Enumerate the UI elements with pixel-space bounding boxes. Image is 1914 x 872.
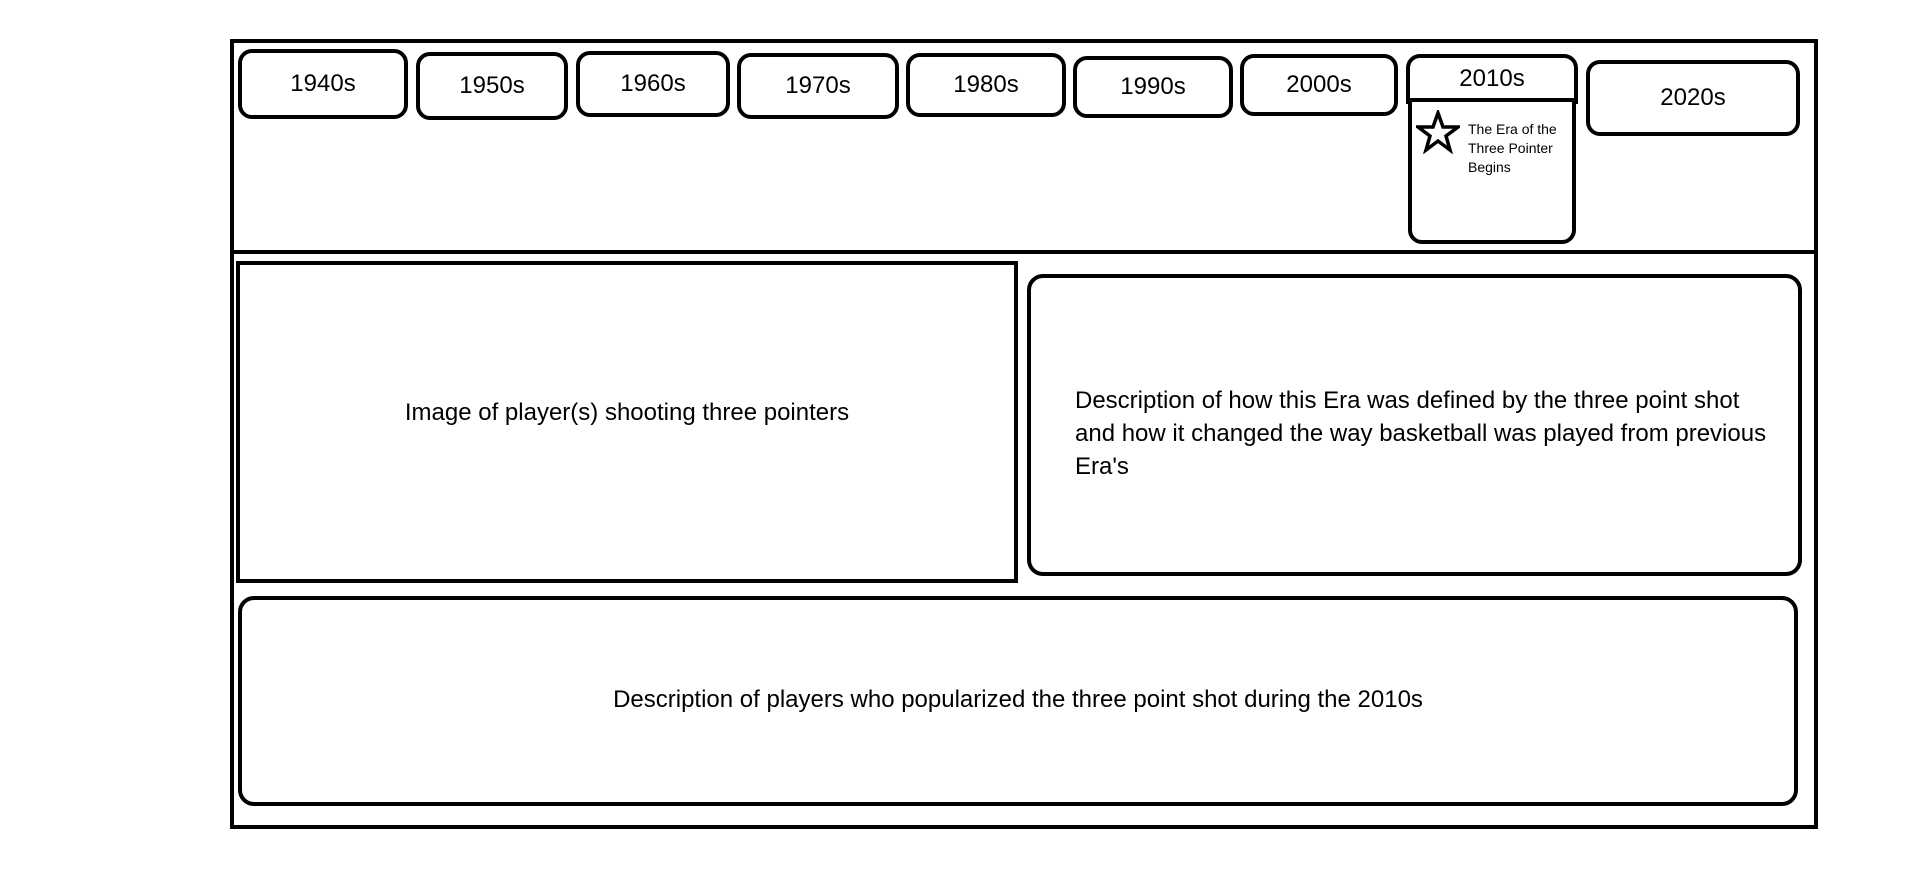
tab-label: 1990s	[1120, 73, 1186, 100]
section-divider	[230, 250, 1818, 254]
tab-1990s[interactable]: 1990s	[1073, 56, 1233, 118]
tab-label: 1950s	[459, 72, 525, 99]
tab-label: 2000s	[1286, 71, 1352, 98]
tab-1980s[interactable]: 1980s	[906, 53, 1066, 117]
tab-label: 1980s	[953, 71, 1019, 98]
players-description-text: Description of players who popularized t…	[613, 685, 1423, 713]
tab-label: 1960s	[620, 70, 686, 97]
tab-1950s[interactable]: 1950s	[416, 52, 568, 120]
tab-2020s[interactable]: 2020s	[1586, 60, 1800, 136]
tab-label: 2010s	[1459, 65, 1525, 92]
wireframe-frame	[230, 39, 1818, 829]
tab-label: 1940s	[290, 70, 356, 97]
tab-label: 1970s	[785, 72, 851, 99]
tab-1940s[interactable]: 1940s	[238, 49, 408, 119]
players-description-box: Description of players who popularized t…	[238, 596, 1798, 806]
tab-2000s[interactable]: 2000s	[1240, 54, 1398, 116]
era-description-text: Description of how this Era was defined …	[1075, 387, 1767, 480]
tab-label: 2020s	[1660, 84, 1726, 111]
image-placeholder-label: Image of player(s) shooting three pointe…	[404, 398, 850, 426]
era-highlight-text: The Era of the Three Pointer Begins	[1468, 121, 1557, 175]
era-highlight-panel: The Era of the Three Pointer Begins	[1408, 98, 1576, 244]
tab-2010s[interactable]: 2010s	[1406, 54, 1578, 104]
tab-1960s[interactable]: 1960s	[576, 51, 730, 117]
tab-1970s[interactable]: 1970s	[737, 53, 899, 119]
star-icon	[1416, 110, 1460, 154]
era-description-box: Description of how this Era was defined …	[1027, 274, 1802, 576]
player-image-placeholder: Image of player(s) shooting three pointe…	[236, 261, 1018, 583]
